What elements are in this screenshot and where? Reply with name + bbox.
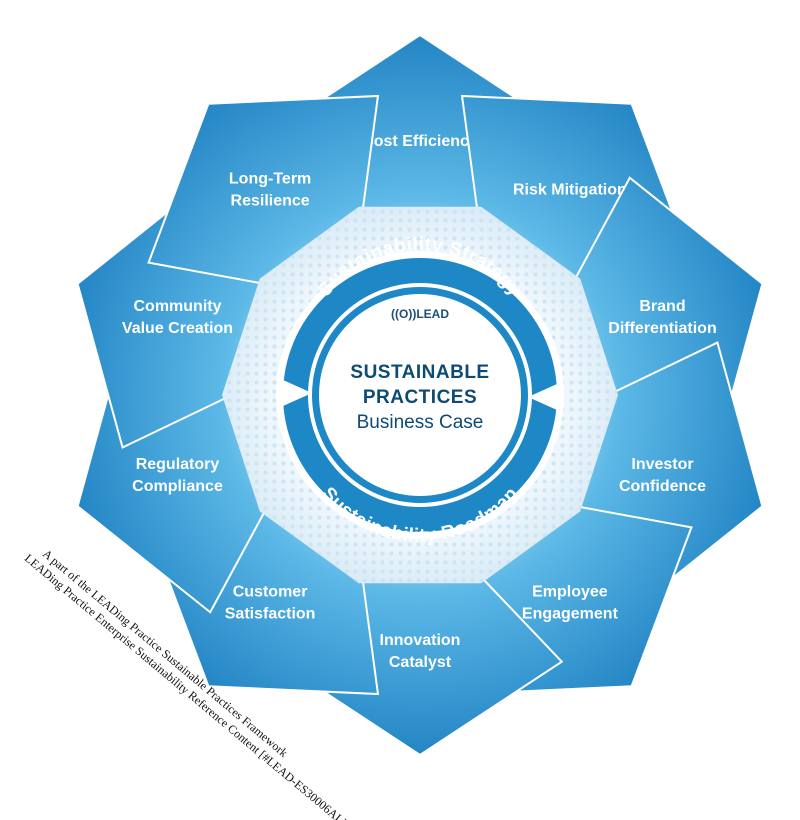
lead-logo: ((O))LEAD bbox=[391, 307, 449, 321]
petal-label-risk-mitigation: Risk Mitigation bbox=[513, 182, 627, 199]
ring-arrow-left bbox=[283, 380, 312, 406]
petal-label-employee-engagement-line1: Employee bbox=[532, 583, 608, 600]
center-disc bbox=[319, 294, 521, 496]
petal-label-regulatory-compliance-line2: Compliance bbox=[132, 478, 223, 495]
petal-label-brand-differentiation-line1: Brand bbox=[639, 298, 685, 315]
petal-label-investor-confidence-line1: Investor bbox=[631, 456, 693, 473]
ring-arrow-right bbox=[528, 384, 557, 410]
petal-label-brand-differentiation-line2: Differentiation bbox=[608, 320, 716, 337]
petal-label-long-term-resilience-line1: Long-Term bbox=[229, 171, 311, 188]
svg-text:((O))LEAD: ((O))LEAD bbox=[391, 307, 449, 321]
petal-label-employee-engagement-line2: Engagement bbox=[522, 605, 619, 622]
center-subtitle: Business Case bbox=[357, 412, 484, 433]
petal-label-customer-satisfaction-line1: Customer bbox=[233, 583, 308, 600]
petal-label-innovation-catalyst-line1: Innovation bbox=[380, 632, 461, 649]
petal-label-customer-satisfaction-line2: Satisfaction bbox=[225, 605, 316, 622]
petal-label-community-value-creation-line1: Community bbox=[134, 298, 222, 315]
petal-label-investor-confidence-line2: Confidence bbox=[619, 478, 706, 495]
petal-label-long-term-resilience-line2: Resilience bbox=[231, 193, 310, 210]
petal-label-community-value-creation-line2: Value Creation bbox=[122, 320, 233, 337]
petal-label-cost-efficiency: Cost Efficiency bbox=[362, 133, 478, 150]
center-title-line2: PRACTICES bbox=[363, 387, 477, 408]
petal-label-innovation-catalyst-line2: Catalyst bbox=[389, 654, 452, 671]
center-title-line1: SUSTAINABLE bbox=[350, 362, 489, 383]
petal-label-regulatory-compliance-line1: Regulatory bbox=[136, 456, 220, 473]
